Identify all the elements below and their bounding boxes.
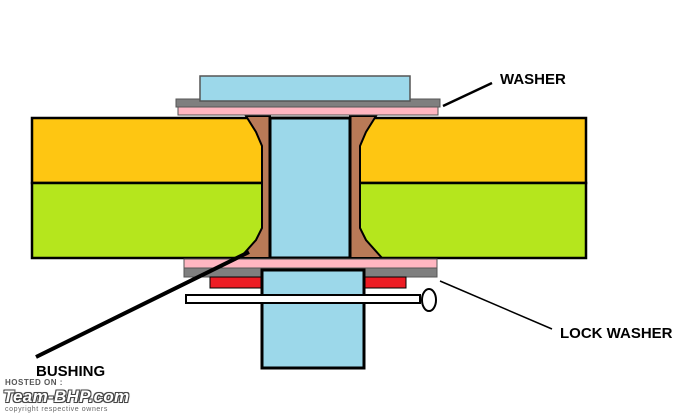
lock-washer-callout-line bbox=[439, 280, 553, 330]
bushing-right-half bbox=[349, 115, 385, 259]
cotter-pin-shaft bbox=[185, 294, 421, 304]
watermark-copyright: copyright respective owners bbox=[5, 406, 108, 413]
watermark-logo: Team-BHP.com bbox=[3, 387, 130, 406]
cotter-pin-loop bbox=[421, 288, 437, 312]
upper-plate-right bbox=[356, 116, 588, 185]
washer-label: WASHER bbox=[500, 71, 566, 88]
bushing-callout-line bbox=[35, 250, 250, 359]
lower-plate-right bbox=[356, 181, 588, 260]
lower-plate-left bbox=[30, 181, 266, 260]
washer-pink-layer bbox=[177, 106, 439, 116]
watermark: HOSTED ON : Team-BHP.com copyright respe… bbox=[3, 378, 203, 418]
upper-plate-left bbox=[30, 116, 266, 185]
pin-head bbox=[199, 75, 411, 102]
pin-shank bbox=[268, 116, 352, 260]
pin-tail bbox=[260, 268, 366, 370]
watermark-hosted-on: HOSTED ON : bbox=[5, 378, 63, 387]
bushing-label: BUSHING bbox=[36, 363, 105, 380]
lock-washer-label: LOCK WASHER bbox=[560, 325, 673, 342]
washer-callout-line bbox=[442, 81, 493, 108]
